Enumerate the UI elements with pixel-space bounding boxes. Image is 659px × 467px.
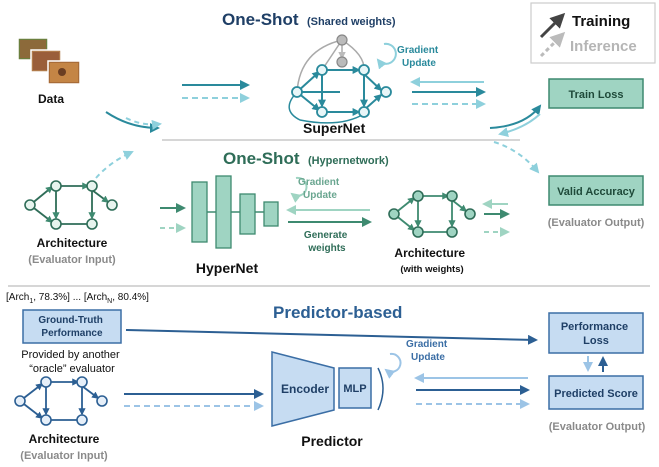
hyper-gradient-update-cycle-icon bbox=[290, 176, 308, 203]
architecture-input-label: Architecture bbox=[37, 236, 108, 250]
predictor-architecture-graph-icon bbox=[14, 376, 108, 426]
predictor-bracket bbox=[377, 367, 384, 411]
supernet-label: SuperNet bbox=[303, 120, 366, 136]
predictor-label: Predictor bbox=[301, 433, 363, 449]
infer-to-valid-arrow bbox=[493, 141, 540, 174]
predictor-evaluator-input-label: (Evaluator Input) bbox=[20, 450, 108, 462]
architecture-input-graph-icon bbox=[24, 180, 118, 230]
oneshot-shared-title: One-Shot (Shared weights) bbox=[222, 10, 396, 29]
section-to-loss-arrow bbox=[489, 104, 542, 129]
predictor-gradient-update-label: Gradient Update bbox=[406, 339, 450, 363]
data-to-section-arrow bbox=[105, 111, 160, 133]
legend: Training Inference bbox=[530, 2, 656, 64]
mlp-block bbox=[338, 367, 372, 409]
oneshot-hyper-section: One-Shot (Hypernetwork) Architecture (Ev… bbox=[24, 141, 645, 276]
section-infer-return-arrow bbox=[498, 113, 541, 137]
supernet-graph-icon bbox=[288, 34, 392, 124]
performance-loss-box bbox=[548, 312, 644, 354]
gt-to-loss-arrow bbox=[125, 329, 538, 345]
oneshot-shared-section: One-Shot (Shared weights) Data bbox=[17, 10, 644, 137]
hypernet-blocks-icon bbox=[191, 175, 279, 249]
predictor-gradient-update-cycle-icon bbox=[384, 352, 402, 379]
arch-up-infer-arrow bbox=[95, 150, 134, 179]
data-images-icon bbox=[17, 37, 81, 85]
encoder-block bbox=[271, 351, 335, 427]
valid-accuracy-box bbox=[548, 175, 644, 206]
gradient-update-label: Gradient Update bbox=[397, 45, 441, 69]
valid-accuracy-label: Valid Accuracy bbox=[557, 186, 636, 198]
hyper-gradient-update-label: Gradient Update bbox=[298, 177, 342, 201]
ground-truth-label: Ground-Truth Performance bbox=[38, 315, 105, 339]
inference-arrow-icon bbox=[539, 31, 566, 58]
train-loss-box bbox=[548, 78, 644, 109]
oneshot-hyper-title: One-Shot (Hypernetwork) bbox=[223, 149, 389, 168]
architecture-weights-graph-icon bbox=[388, 190, 476, 238]
training-arrow-icon bbox=[539, 12, 566, 39]
arch-with-weights-label: Architecture (with weights) bbox=[394, 244, 469, 275]
gradient-update-cycle-icon bbox=[376, 42, 397, 70]
data-label: Data bbox=[38, 92, 64, 106]
mlp-label: MLP bbox=[343, 383, 366, 395]
performance-loss-label: Performance Loss bbox=[561, 321, 631, 347]
hypernet-label: HyperNet bbox=[196, 260, 259, 276]
evaluator-input-label: (Evaluator Input) bbox=[28, 254, 116, 266]
train-loss-label: Train Loss bbox=[568, 89, 623, 101]
predictor-architecture-label: Architecture bbox=[29, 432, 100, 446]
predictor-evaluator-output-label: (Evaluator Output) bbox=[549, 421, 646, 433]
predictor-title: Predictor-based bbox=[273, 303, 402, 322]
predicted-score-label: Predicted Score bbox=[554, 388, 638, 400]
ground-truth-box bbox=[22, 309, 122, 344]
encoder-label: Encoder bbox=[281, 382, 329, 396]
dataset-pairs-label: [Arch1, 78.3%] ... [ArchN, 80.4%] bbox=[6, 292, 149, 305]
generate-weights-label: Generate weights bbox=[304, 230, 350, 254]
legend-inference-label: Inference bbox=[570, 38, 637, 55]
hyper-evaluator-output-label: (Evaluator Output) bbox=[548, 217, 645, 229]
data-to-section-infer-arrow bbox=[125, 117, 162, 130]
oracle-text: Provided by another “oracle” evaluator bbox=[21, 349, 123, 375]
legend-training-label: Training bbox=[572, 13, 630, 30]
predictor-section: [Arch1, 78.3%] ... [ArchN, 80.4%] Predic… bbox=[6, 292, 646, 462]
predicted-score-box bbox=[548, 375, 644, 410]
